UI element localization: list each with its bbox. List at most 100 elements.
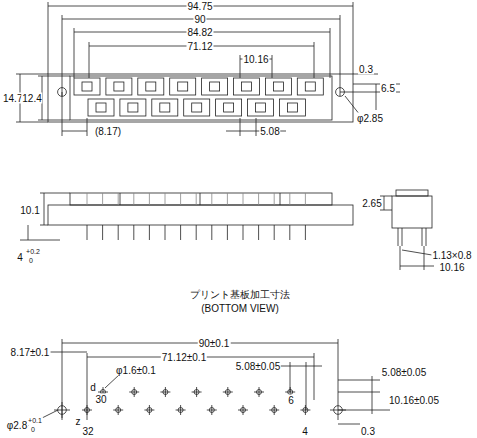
pin — [87, 225, 88, 240]
contact-slot — [128, 103, 138, 112]
housing-side — [48, 205, 353, 225]
housing-body — [70, 76, 332, 120]
dimension-label: 71.12 — [186, 41, 213, 52]
center-mark — [118, 405, 119, 415]
pin — [243, 225, 244, 240]
pin — [258, 225, 259, 240]
pin — [211, 225, 212, 240]
pin — [149, 225, 150, 240]
dimension-label: φ1.6±0.1 — [115, 365, 157, 376]
dimension-label: 5.08±0.05 — [381, 367, 427, 378]
dimension-label: 0 — [30, 426, 36, 434]
dimension-label: φ2.85 — [356, 113, 384, 124]
contact-cavity — [202, 78, 228, 95]
contact-line — [305, 193, 306, 205]
dimension-label: 32 — [81, 426, 94, 437]
center-mark — [274, 405, 275, 415]
contact-slot — [192, 103, 202, 112]
contact-cavity — [138, 78, 164, 95]
dimension-label: 5.08 — [259, 126, 280, 137]
pin — [227, 225, 228, 240]
section-heading: プリント基板加工寸法 — [189, 289, 291, 300]
contact-line — [243, 193, 244, 205]
pin — [274, 225, 275, 240]
contact-line — [196, 193, 197, 205]
dimension-label: 30 — [94, 394, 107, 405]
housing-end — [392, 196, 432, 228]
pin — [133, 225, 134, 240]
contact-cavity — [170, 78, 196, 95]
contact-cavity — [234, 78, 260, 95]
contact-line — [289, 193, 290, 205]
pin — [165, 225, 166, 240]
dimension-label: d — [89, 382, 97, 393]
dimension-label: 4 — [16, 252, 24, 263]
center-mark — [196, 387, 197, 397]
contact-cavity — [248, 99, 274, 116]
contact-cavity — [120, 99, 146, 116]
center-mark — [211, 405, 212, 415]
housing-outline — [48, 74, 353, 122]
center-mark — [180, 405, 181, 415]
contact-line — [258, 193, 259, 205]
dimension-label: 5.08±0.05 — [235, 361, 281, 372]
contact-line — [274, 193, 275, 205]
contact-slot — [210, 82, 220, 91]
dimension-label: 1.13×0.8 — [431, 250, 472, 261]
contact-line — [118, 193, 119, 205]
dimension-label: 6 — [287, 395, 295, 406]
contact-cavity — [152, 99, 178, 116]
dimension-label: 90 — [193, 14, 206, 25]
contact-line — [87, 193, 88, 205]
contact-line — [102, 193, 103, 205]
dimension-label: 90±0.1 — [198, 338, 231, 349]
dimension-label: 4 — [301, 426, 309, 437]
center-mark — [87, 405, 88, 415]
pin — [118, 225, 119, 240]
pin — [305, 225, 306, 240]
pin — [289, 225, 290, 240]
dimension-label: 94.75 — [186, 1, 213, 12]
center-mark — [243, 405, 244, 415]
dimension-label: +0.1 — [27, 417, 43, 425]
contact-slot — [160, 103, 170, 112]
contact-slot — [114, 82, 124, 91]
dimension-label: z — [75, 416, 82, 427]
center-mark — [227, 387, 228, 397]
contact-cavity — [216, 99, 242, 116]
dimension-label: 0.3 — [360, 426, 376, 437]
contact-line — [180, 193, 181, 205]
dimension-label: 8.17±0.1 — [10, 347, 51, 358]
dimension-label: φ2.8 — [6, 420, 28, 431]
contact-line — [133, 193, 134, 205]
dimension-label: 71.12±0.1 — [161, 352, 207, 363]
dimension-label: 6.5 — [380, 83, 396, 94]
contact-slot — [82, 82, 92, 91]
contact-cavity — [279, 99, 305, 116]
dimension-label: 14.7 — [2, 93, 23, 104]
dimension-label: 12.4 — [21, 93, 42, 104]
contact-cavity — [297, 78, 323, 95]
contact-line — [227, 193, 228, 205]
contact-cavity — [74, 78, 100, 95]
dimension-label: 2.65 — [361, 198, 382, 209]
contact-cavity — [184, 99, 210, 116]
contact-slot — [256, 103, 266, 112]
center-mark — [165, 387, 166, 397]
dimension-label: 10.16 — [242, 54, 269, 65]
contact-line — [149, 193, 150, 205]
contact-line — [165, 193, 166, 205]
contact-slot — [96, 103, 106, 112]
pin — [196, 225, 197, 240]
pin — [180, 225, 181, 240]
contact-cavity — [265, 78, 291, 95]
contact-line — [211, 193, 212, 205]
dimension-label: 10.16 — [438, 262, 465, 273]
contact-slot — [224, 103, 234, 112]
contact-cavity — [88, 99, 114, 116]
dimension-label: 10.16±0.05 — [388, 395, 440, 406]
section-heading: (BOTTOM VIEW) — [200, 303, 280, 314]
contact-slot — [305, 82, 315, 91]
dimension-label: (8.17) — [94, 126, 122, 137]
contact-slot — [287, 103, 297, 112]
